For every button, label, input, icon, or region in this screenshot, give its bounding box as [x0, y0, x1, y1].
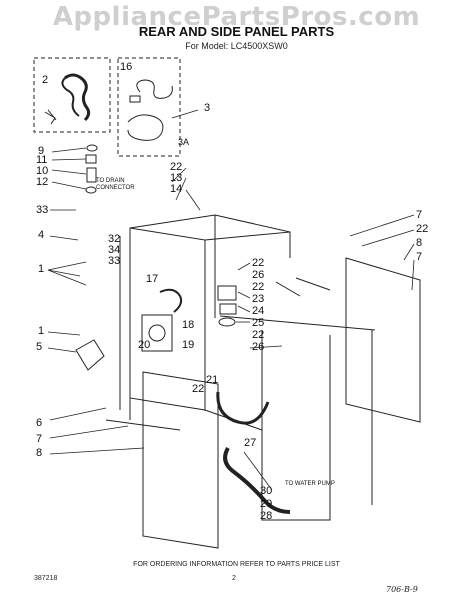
ordering-note: FOR ORDERING INFORMATION REFER TO PARTS …: [133, 561, 340, 568]
callout-16: 16: [120, 61, 133, 73]
callout-28: 28: [260, 510, 273, 522]
callout-4: 4: [38, 229, 45, 241]
callout-27: 27: [244, 437, 257, 449]
callout-7-right: 7: [416, 251, 423, 263]
water-pump-note: TO WATER PUMP: [285, 481, 335, 487]
handwritten-code: 706-B-9: [386, 585, 418, 594]
callout-17: 17: [146, 273, 159, 285]
power-cord-inset-box: [117, 57, 181, 157]
callout-8-right: 8: [416, 237, 423, 249]
model-subtitle: For Model: LC4500XSW0: [185, 41, 288, 51]
callout-32: 32: [108, 233, 121, 245]
callout-1-upper: 1: [38, 263, 45, 275]
callout-30: 30: [260, 485, 273, 497]
callout-8-left: 8: [36, 447, 43, 459]
left-side-panel-drawing: [142, 371, 219, 549]
callout-18: 18: [182, 319, 195, 331]
right-side-panel-drawing: [345, 257, 421, 423]
callout-22-right: 22: [416, 223, 429, 235]
callout-33-mid: 33: [108, 255, 121, 267]
callout-14: 14: [170, 183, 183, 195]
callout-22-mid1: 22: [252, 257, 265, 269]
callout-11: 11: [36, 154, 48, 166]
callout-6: 6: [36, 417, 43, 429]
callout-21: 21: [206, 374, 219, 386]
callout-25: 25: [252, 317, 265, 329]
callout-3a: 3A: [178, 137, 190, 147]
inlet-tube-drawing: [216, 391, 270, 425]
diagram-title: REAR AND SIDE PANEL PARTS: [138, 24, 335, 39]
document-number: 387218: [34, 575, 58, 582]
callout-24: 24: [252, 305, 265, 317]
callout-22-top: 22: [170, 161, 183, 173]
callout-22-low: 22: [192, 383, 205, 395]
callout-23: 23: [252, 293, 265, 305]
callout-12: 12: [36, 176, 49, 188]
callout-20: 20: [138, 339, 151, 351]
drain-connector-note: TO DRAIN CONNECTOR: [96, 178, 135, 191]
callout-26-lower: 26: [252, 341, 265, 353]
callout-7-left: 7: [36, 433, 43, 445]
leader-lines: [47, 109, 415, 491]
watermark-text: AppliancePartsPros.com: [52, 2, 421, 32]
callout-19: 19: [182, 339, 195, 351]
callout-1-lower: 1: [38, 325, 45, 337]
callout-3: 3: [204, 102, 211, 114]
callout-7-top: 7: [416, 209, 423, 221]
page-number: 2: [232, 575, 236, 582]
water-pump-hose-drawing: [223, 447, 291, 514]
cabinet-frame-drawing: [105, 214, 376, 521]
rear-bracket-drawing: [275, 277, 331, 297]
callout-33-top: 33: [36, 204, 49, 216]
power-cord-drawing: [127, 79, 173, 141]
callout-22-mid3: 22: [252, 329, 265, 341]
callout-9: 9: [38, 145, 45, 157]
callout-2: 2: [42, 74, 49, 86]
callout-5: 5: [36, 341, 43, 353]
drain-hose-drawing: [44, 73, 91, 125]
callout-22-mid2: 22: [252, 281, 265, 293]
pump-motor-drawing: [141, 288, 183, 352]
hose-kit-inset-box: [33, 57, 111, 133]
valve-assembly-drawing: [217, 285, 237, 327]
callout-10: 10: [36, 165, 49, 177]
drain-spout-drawing: [75, 339, 105, 371]
callout-29: 29: [260, 498, 273, 510]
callout-34: 34: [108, 244, 121, 256]
callout-13: 13: [170, 172, 183, 184]
callout-26-right: 26: [252, 269, 265, 281]
